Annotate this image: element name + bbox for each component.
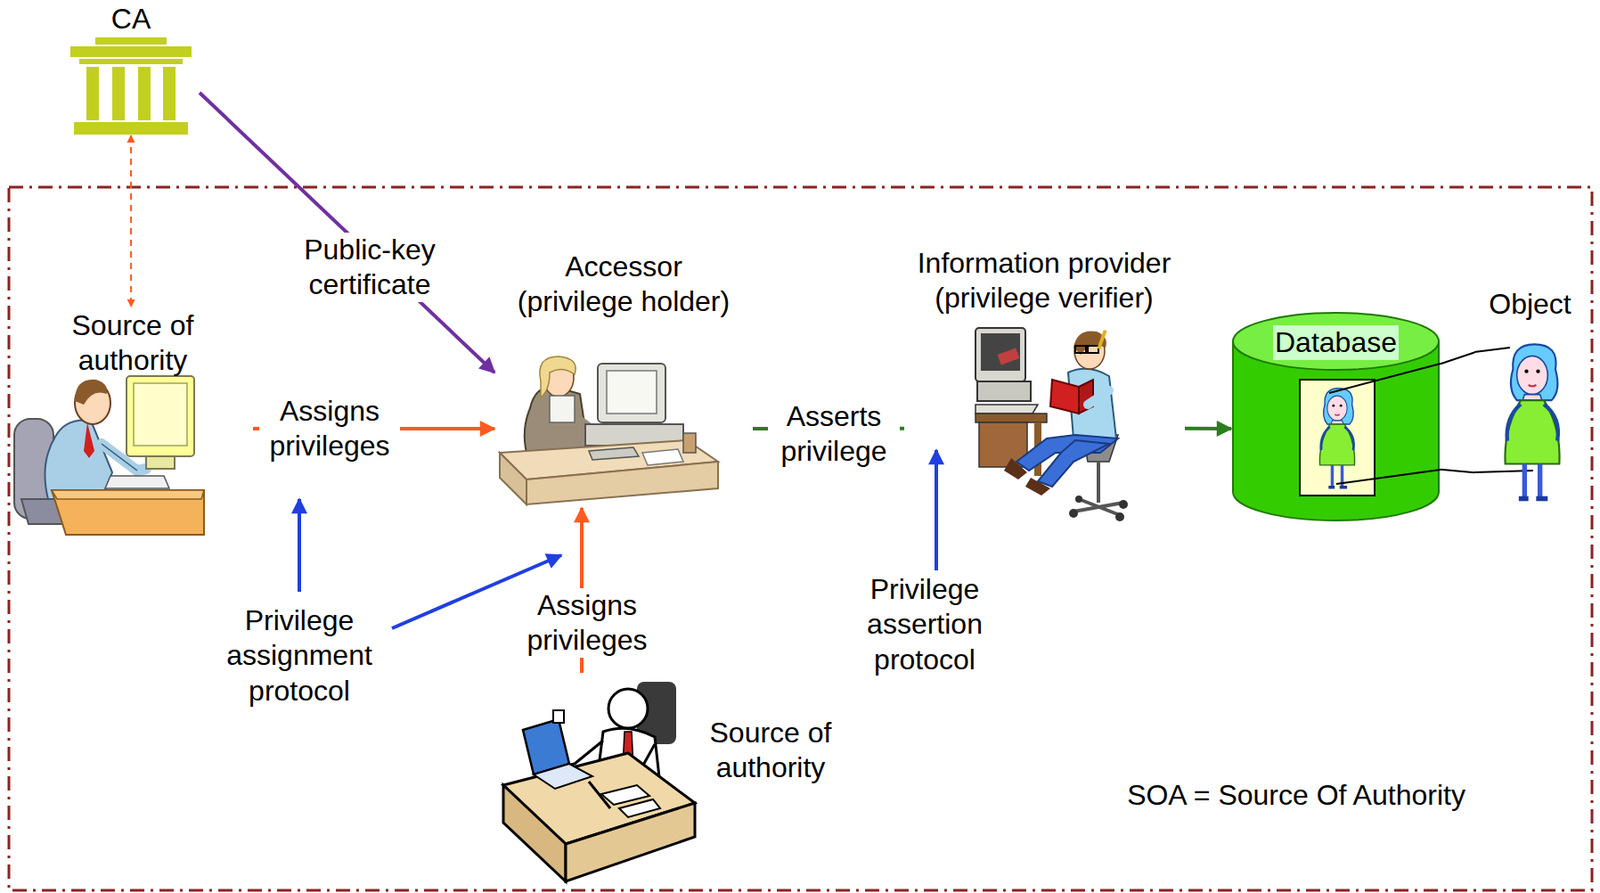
drawing-part [1069,508,1078,518]
drawing-part [1073,461,1124,515]
drawing-part [606,370,657,414]
edge-label: Assigns privileges [259,393,400,464]
ca-node: CA [62,1,200,136]
drawing-part [95,37,167,45]
drawing-part [138,66,151,121]
person-at-computer [12,365,205,537]
drawing-part [1319,388,1355,488]
node-label: Object [1474,286,1586,322]
drawing-part [934,449,939,571]
drawing-part [74,379,107,405]
drawing-part [619,799,661,817]
connector-arrow [199,92,495,373]
drawing-part [588,781,611,809]
drawing-part [297,498,302,592]
node-label: Accessor (privilege holder) [512,249,735,319]
drawing-part [526,461,719,505]
drawing-part [1329,363,1441,484]
drawing-part [533,763,593,789]
node-label: Database [1273,325,1399,360]
drawing-part [539,356,576,398]
temple-icon [66,37,196,136]
drawing-part [597,363,666,423]
drawing-part [997,348,1021,366]
drawing-part [975,413,1047,423]
drawing-part [86,66,99,121]
drawing-part [79,58,183,65]
drawing-part [1075,495,1083,503]
drawing-part [975,327,1026,382]
drawing-part [44,419,113,499]
drawing-part [73,122,188,135]
person-reading [975,327,1141,530]
drawing-part [105,475,170,489]
drawing-part [1087,390,1110,405]
drawing-part [126,375,195,457]
node-label: Information provider (privilege verifier… [910,245,1178,316]
verifier-node: Information provider (privilege verifier… [904,245,1185,531]
edge-label: Asserts privilege [767,399,900,469]
database-node: Database [1231,310,1441,523]
drawing-part [608,688,648,728]
drawing-part [588,447,639,460]
drawing-part [1096,329,1107,350]
drawing-part [163,66,176,121]
drawing-part [83,422,95,458]
drawing-part [1299,379,1375,496]
drawing-part [1232,312,1439,370]
object-figure [1474,336,1586,506]
drawing-part [1037,440,1110,487]
drawing-part [51,489,205,499]
drawing-part [1087,345,1099,353]
edge-label: Assigns privileges [516,587,658,658]
person-at-laptop [503,677,695,882]
person-at-computer [499,354,719,507]
drawing-part [1004,457,1051,496]
drawing-part [642,448,684,466]
edge-label: Public-key certificate [290,232,449,303]
drawing-part [70,37,192,135]
drawing-part [977,381,1031,401]
drawing-part [553,710,564,723]
connector-arrow [1440,352,1475,474]
drawing-part [503,784,566,882]
drawing-part [683,432,696,453]
authority-node: Source of authority [12,306,254,537]
drawing-part [499,452,527,505]
text-label: Privilege assertion protocol [858,571,991,677]
text-label: Privilege assignment protocol [219,603,380,708]
drawing-part [70,46,192,58]
object-node: Object [1474,286,1586,506]
drawing-part [1050,379,1079,414]
drawing-part [51,489,205,535]
connector-arrow [1184,426,1232,431]
drawing-part [8,187,1592,890]
drawing-part [1504,343,1560,498]
node-label: Source of authority [690,715,851,785]
node-label: Source of authority [61,308,205,378]
accessor-node: Accessor (privilege holder) [494,249,753,508]
authority-node: Source of authority [498,672,856,884]
drawing-part [1118,499,1128,509]
drawing-part [975,404,1038,414]
drawing-part [133,383,188,446]
node-label: CA [62,1,200,37]
drawing-part [549,395,575,423]
drawing-part [112,66,125,121]
drawing-part [980,333,1021,371]
text-label: SOA = Source Of Authority [1082,777,1511,813]
drawing-part [1075,345,1086,353]
drawing-part [146,456,175,469]
drawing-part [1115,512,1125,522]
connector-arrow [130,135,132,307]
